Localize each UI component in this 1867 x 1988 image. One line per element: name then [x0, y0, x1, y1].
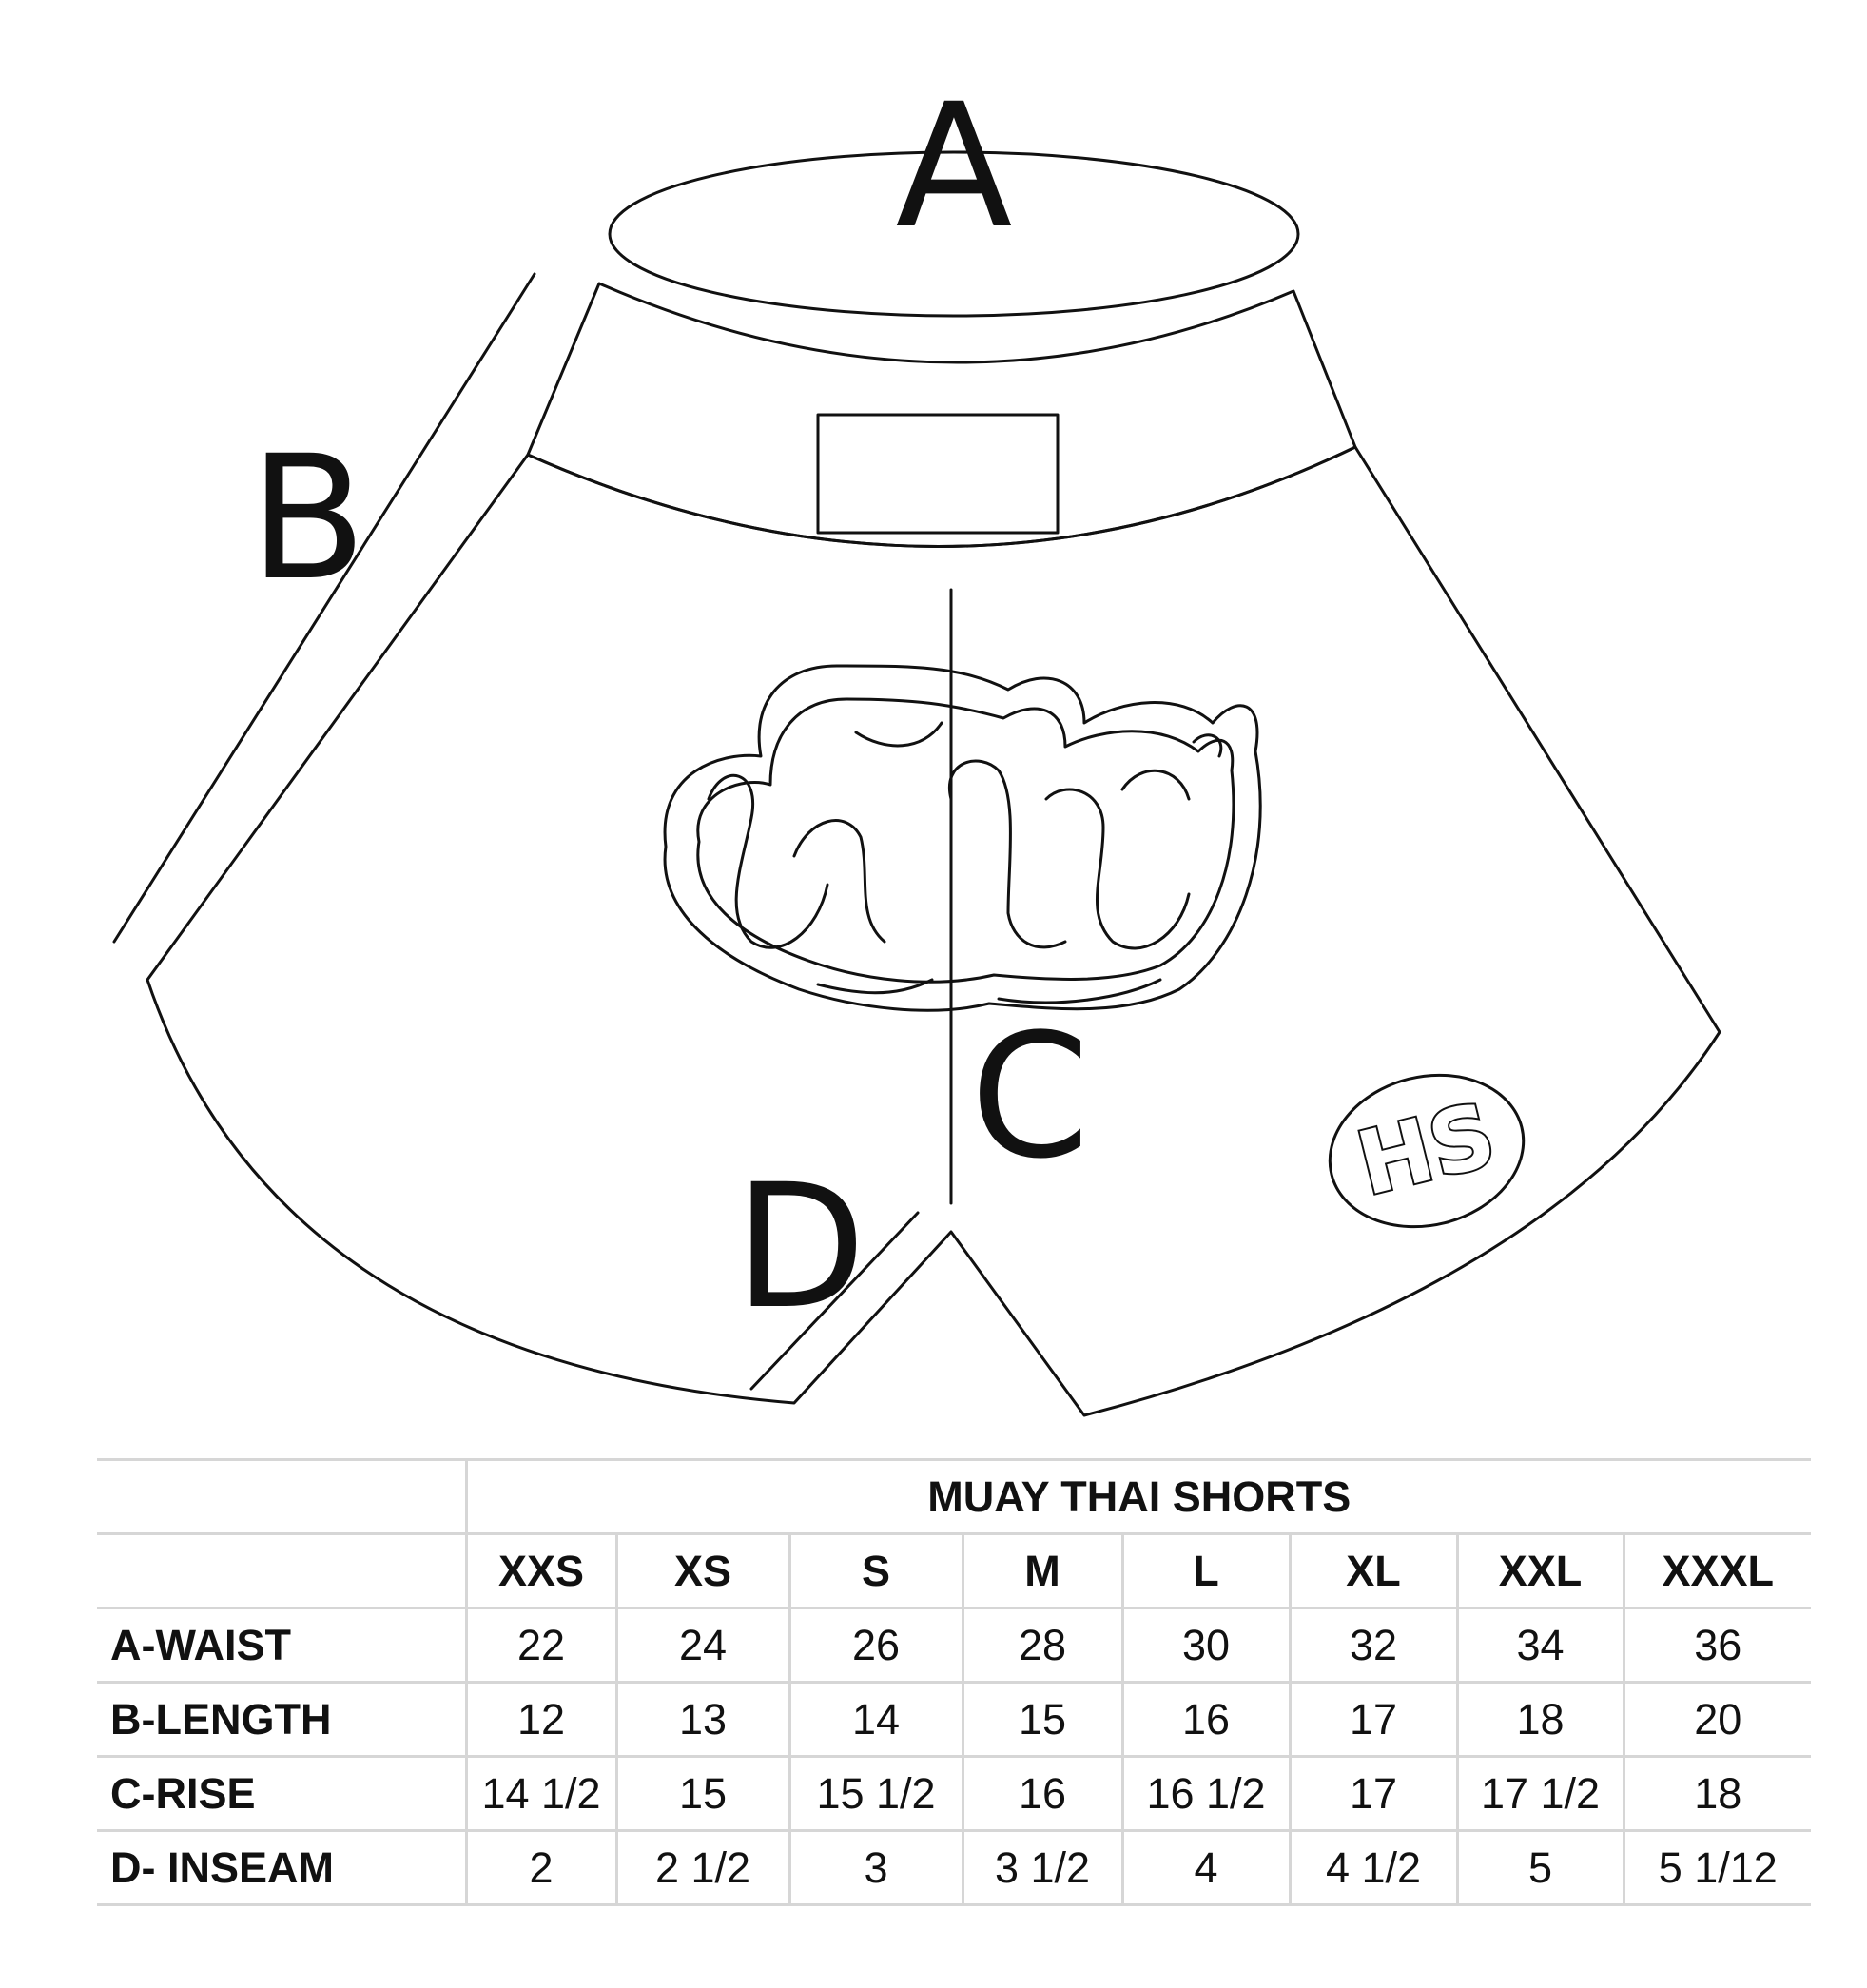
row-label: D- INSEAM	[97, 1829, 468, 1906]
length-line	[112, 272, 536, 944]
size-chart-table: MUAY THAI SHORTS XXS XS S M L XL XXL XXX…	[97, 1458, 1812, 1906]
shorts-outline	[146, 445, 1721, 1417]
size-header: XXXL	[1622, 1532, 1812, 1609]
table-cell: 14	[788, 1681, 964, 1758]
table-title-row: MUAY THAI SHORTS	[97, 1458, 1812, 1535]
table-cell: 24	[614, 1607, 791, 1684]
table-cell: 22	[464, 1607, 618, 1684]
table-cell: 13	[614, 1681, 791, 1758]
table-cell: 15	[614, 1755, 791, 1832]
table-cell: 17	[1288, 1681, 1459, 1758]
table-cell: 3	[788, 1829, 964, 1906]
hs-oval-badge-icon: HS	[1328, 1073, 1526, 1229]
table-cell: 15 1/2	[788, 1755, 964, 1832]
size-header: XXS	[464, 1532, 618, 1609]
table-cell: 34	[1455, 1607, 1625, 1684]
label-d: D	[734, 1148, 866, 1347]
badge-text: HS	[1348, 1083, 1505, 1215]
row-label: C-RISE	[97, 1755, 468, 1832]
table-cell: 28	[961, 1607, 1124, 1684]
table-cell: 16	[1120, 1681, 1292, 1758]
table-cell: 5 1/12	[1622, 1829, 1812, 1906]
size-header: XL	[1288, 1532, 1459, 1609]
waistband-tag	[816, 413, 1060, 535]
table-cell: 32	[1288, 1607, 1459, 1684]
label-b: B	[249, 419, 367, 618]
table-cell: 5	[1455, 1829, 1625, 1906]
size-header: S	[788, 1532, 964, 1609]
table-cell: 26	[788, 1607, 964, 1684]
thai-script-logo-icon	[663, 664, 1262, 1012]
table-cell: 17	[1288, 1755, 1459, 1832]
size-header: XS	[614, 1532, 791, 1609]
table-cell: 18	[1455, 1681, 1625, 1758]
shorts-measurement-diagram: A C B D HS	[112, 68, 1721, 1417]
table-cell: 18	[1622, 1755, 1812, 1832]
label-c: C	[970, 998, 1090, 1197]
table-cell: 2 1/2	[614, 1829, 791, 1906]
inseam-line	[749, 1211, 920, 1391]
row-label: A-WAIST	[97, 1607, 468, 1684]
table-cell: 36	[1622, 1607, 1812, 1684]
table-cell: 14 1/2	[464, 1755, 618, 1832]
size-header-row: XXS XS S M L XL XXL XXXL	[97, 1532, 1812, 1609]
table-cell: 15	[961, 1681, 1124, 1758]
size-header-corner	[97, 1532, 468, 1609]
table-cell: 30	[1120, 1607, 1292, 1684]
table-row: D- INSEAM 2 2 1/2 3 3 1/2 4 4 1/2 5 5 1/…	[97, 1829, 1812, 1906]
table-cell: 4	[1120, 1829, 1292, 1906]
table-row: C-RISE 14 1/2 15 15 1/2 16 16 1/2 17 17 …	[97, 1755, 1812, 1832]
label-a: A	[895, 68, 1012, 266]
table-title: MUAY THAI SHORTS	[464, 1458, 1812, 1535]
table-cell: 3 1/2	[961, 1829, 1124, 1906]
size-header: L	[1120, 1532, 1292, 1609]
size-header: XXL	[1455, 1532, 1625, 1609]
waist-ellipse	[608, 150, 1300, 318]
table-cell: 16 1/2	[1120, 1755, 1292, 1832]
table-corner-cell	[97, 1458, 468, 1535]
size-header: M	[961, 1532, 1124, 1609]
table-cell: 16	[961, 1755, 1124, 1832]
table-cell: 17 1/2	[1455, 1755, 1625, 1832]
table-cell: 4 1/2	[1288, 1829, 1459, 1906]
row-label: B-LENGTH	[97, 1681, 468, 1758]
table-cell: 12	[464, 1681, 618, 1758]
table-cell: 20	[1622, 1681, 1812, 1758]
table-cell: 2	[464, 1829, 618, 1906]
table-row: B-LENGTH 12 13 14 15 16 17 18 20	[97, 1681, 1812, 1758]
table-row: A-WAIST 22 24 26 28 30 32 34 36	[97, 1607, 1812, 1684]
